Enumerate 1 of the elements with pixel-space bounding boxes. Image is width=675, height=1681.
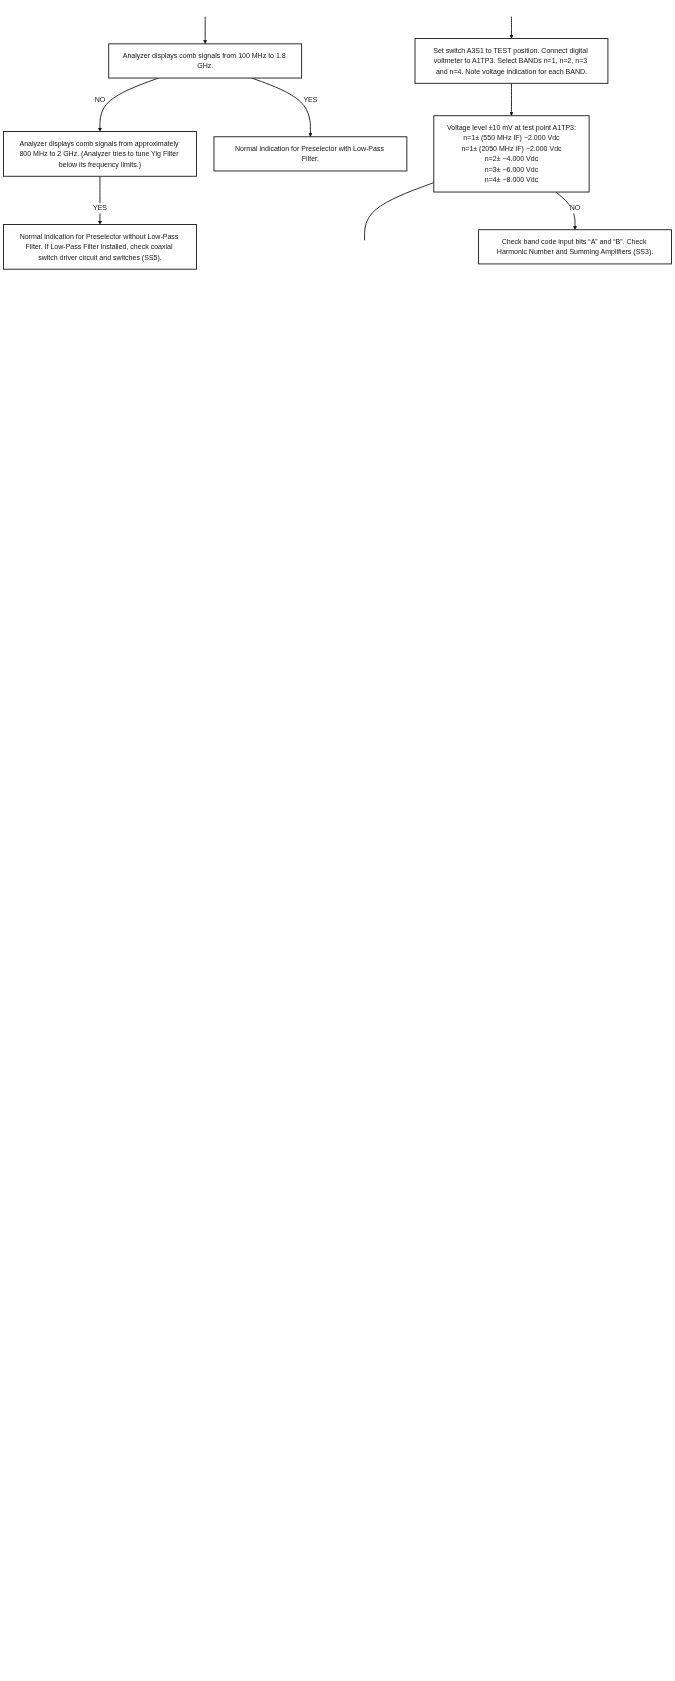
connector <box>364 182 435 241</box>
